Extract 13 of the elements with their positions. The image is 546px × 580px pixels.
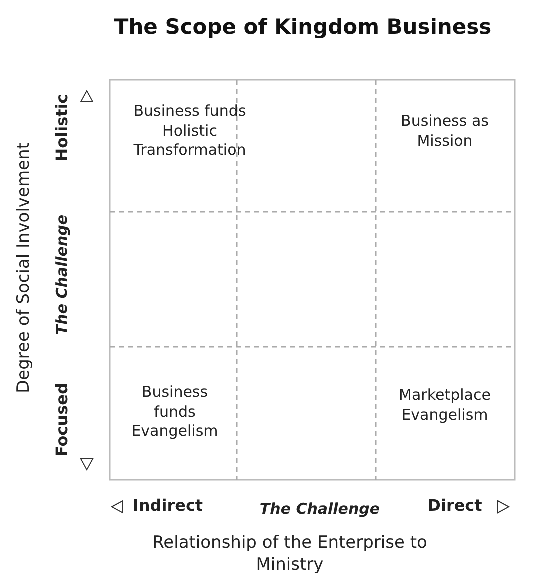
title: The Scope of Kingdom Business: [113, 14, 493, 41]
axis-label: The Challenge: [53, 214, 71, 336]
axis-end-label: Holistic: [52, 94, 72, 162]
quadrant-label: Business funds Evangelism: [130, 383, 220, 442]
quadrant-label: Business as Mission: [400, 112, 490, 151]
axis-end-label: Direct: [426, 496, 484, 517]
quadrant-label: Business funds Holistic Transformation: [132, 102, 248, 160]
axis-label: The Challenge: [258, 500, 382, 520]
quadrant-label: Marketplace Evangelism: [398, 386, 492, 425]
axis-end-label: Indirect: [132, 496, 204, 517]
axis-title: Relationship of the Enterprise to Ministry: [152, 532, 428, 576]
axis-title: Degree of Social Involvement: [14, 142, 34, 394]
axis-end-label: Focused: [52, 383, 72, 457]
